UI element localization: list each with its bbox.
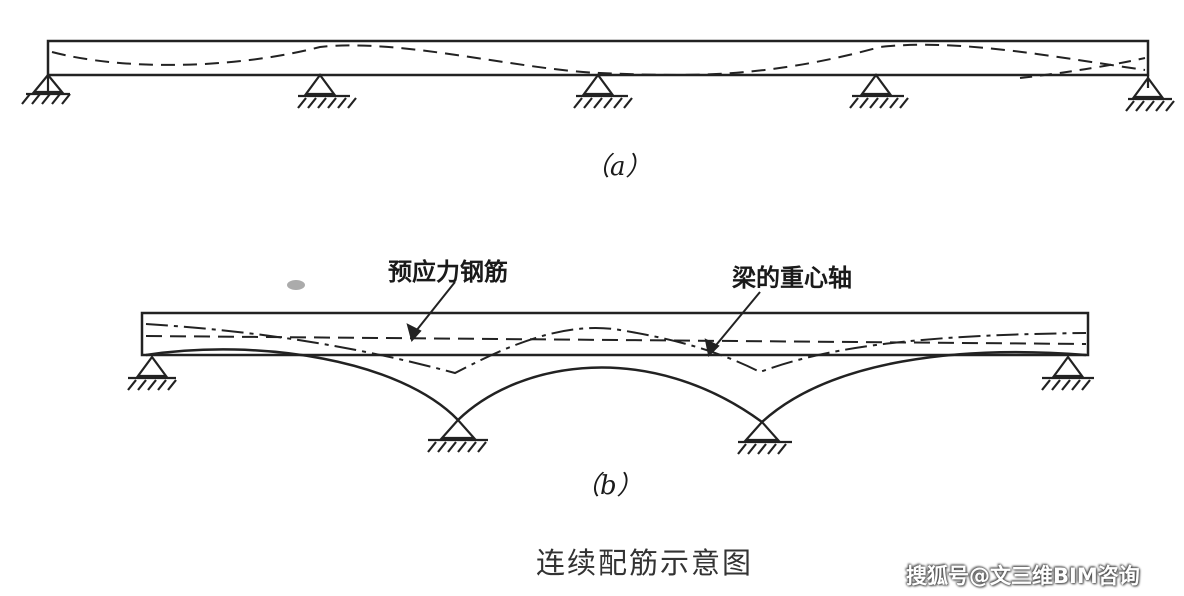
figure-caption: 连续配筋示意图 [536, 546, 754, 580]
callout-tendon-label: 预应力钢筋 [388, 258, 508, 286]
figure-b-label: （b） [574, 471, 643, 501]
callout-arrow-tendon [411, 281, 456, 337]
support-b-1 [427, 418, 488, 453]
callouts-b [406, 281, 761, 358]
beam-a [46, 39, 1150, 77]
beam-b-haunch [145, 348, 1087, 424]
centroid-axis [145, 335, 1087, 345]
figure-a [46, 39, 1150, 79]
support-a-3 [849, 73, 909, 109]
tendon-a-end [1019, 57, 1146, 79]
support-a-1 [297, 73, 357, 109]
supports-a [21, 73, 1175, 112]
supports-b [127, 355, 1094, 455]
scan-speck [287, 280, 305, 290]
watermark-text: 搜狐号@文三维BIM咨询 [906, 564, 1140, 588]
figure-b [140, 311, 1090, 424]
support-a-2 [573, 73, 633, 109]
support-a-right [1125, 75, 1175, 112]
callout-arrow-centroid [711, 291, 761, 351]
beam-b [140, 311, 1090, 357]
tendon-b [145, 323, 1087, 375]
support-b-right [1041, 355, 1094, 391]
support-b-2 [737, 420, 792, 455]
callout-centroid-label: 梁的重心轴 [732, 264, 852, 292]
tendon-a [51, 43, 1146, 76]
support-b-left [127, 355, 177, 391]
figure-a-label: （a） [584, 152, 652, 182]
support-a-left [21, 73, 71, 105]
